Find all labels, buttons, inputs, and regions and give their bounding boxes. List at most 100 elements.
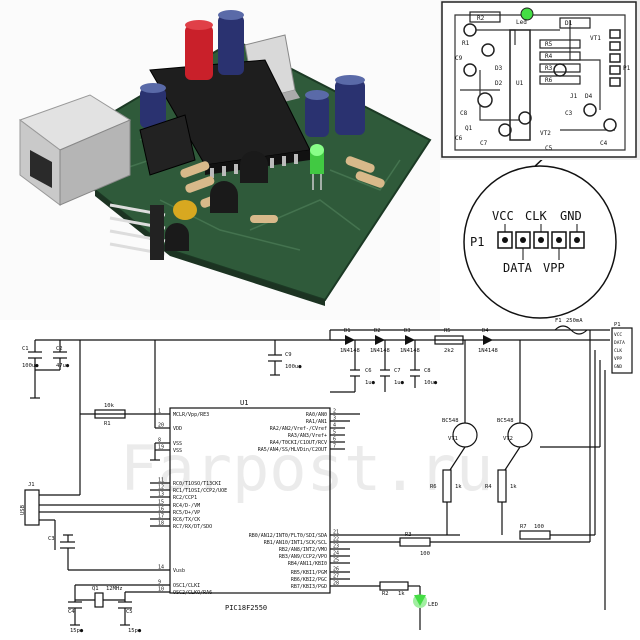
ic-pin-num-left: 18 <box>158 521 164 527</box>
schematic: Farpost.ru <box>20 318 633 634</box>
ic-pin-num-left: 13 <box>158 492 164 498</box>
label-vt1-val: BC548 <box>442 418 459 424</box>
ic-pin-num-right: 23 <box>333 544 339 550</box>
board-photo <box>0 0 440 320</box>
cap-blue-3 <box>305 90 329 137</box>
label-c6-val: 1u● <box>365 380 376 386</box>
pcb-led-mark <box>520 7 534 21</box>
watermark: Farpost.ru <box>120 432 493 505</box>
ic-pin-name-left: RC4/D-/VM <box>173 503 200 509</box>
label-d1: D1 <box>344 328 351 334</box>
ic-pin-name-left: RC7/RX/DT/SDO <box>173 524 212 530</box>
pcb-ref-r2: R2 <box>477 15 485 22</box>
pcb-layout: R2 Led R1 D1 C9 C8 C6 C7 D2 D3 D4 R5 R4 … <box>440 0 640 160</box>
p1-pin-label: GND <box>614 364 622 370</box>
label-q1-val: 12MHz <box>106 586 123 592</box>
label-r5-val: 2k2 <box>444 348 454 354</box>
ic-pin-num-left: 17 <box>158 514 164 520</box>
ic-pin-name-right: RA1/AN1 <box>306 419 327 425</box>
d3-symbol <box>405 335 415 345</box>
ic-pin-name-right: RB6/KBI2/PGC <box>291 577 327 583</box>
p1-pin-label: CLK <box>614 348 622 354</box>
ic-pin-name-left: OSC2/CLKO/RA6 <box>173 590 212 596</box>
p1-connector <box>611 327 633 374</box>
label-r7: R7 <box>520 524 527 530</box>
ic-pin-num-left: 10 <box>158 587 164 593</box>
p1-pin-label: DATA <box>614 340 625 346</box>
ic-pin-num-right: 26 <box>333 567 339 573</box>
ic-u1-ref: U1 <box>240 399 248 407</box>
label-c2: C2 <box>56 346 63 352</box>
ic-pin-name-left: RC6/TX/CK <box>173 517 200 523</box>
ic-pin-name-right: RB3/AN9/CCP2/VPO <box>279 554 327 560</box>
led-symbol <box>413 594 427 608</box>
pcb-ref-vt1: VT1 <box>590 35 601 42</box>
usb-connector <box>18 94 132 206</box>
ic-pin-name-left: Vusb <box>173 568 185 574</box>
pcb-ref-q1: Q1 <box>465 125 473 132</box>
ic-pin-num-left: 11 <box>158 478 164 484</box>
pcb-ref-c3: C3 <box>565 110 573 117</box>
label-d4: D4 <box>482 328 489 334</box>
ic-pin-name-left: RC1/T1OSI/CCP2/UOE <box>173 488 227 494</box>
pcb-p1-pads <box>609 29 621 87</box>
ic-pin-num-left: 8 <box>158 438 161 444</box>
label-r2-val: 1k <box>398 591 405 597</box>
pcb-ref-d2: D2 <box>495 80 503 87</box>
transistors <box>165 151 268 251</box>
ic-pin-num-right: 2 <box>333 409 336 415</box>
fuse-f1-symbol <box>554 325 588 335</box>
callout-label-clk: CLK <box>525 209 547 223</box>
label-c5-val: 15p● <box>128 628 142 634</box>
d2-symbol <box>375 335 385 345</box>
label-r4-val: 1k <box>510 484 517 490</box>
label-c7-val: 1u● <box>394 380 405 386</box>
label-c6: C6 <box>365 368 372 374</box>
pcb-ref-vt2: VT2 <box>540 130 551 137</box>
ic-pin-name-right: RB1/AN10/INT1/SCK/SCL <box>264 540 327 546</box>
ic-pin-num-left: 12 <box>158 485 164 491</box>
ic-pin-num-right: 22 <box>333 537 339 543</box>
ic-u1-part: PIC18F2550 <box>225 604 267 612</box>
ic-u1-body <box>169 407 331 594</box>
pcb-ref-c6: C6 <box>455 135 463 142</box>
cap-blue-2 <box>140 83 166 128</box>
ic-pin-name-right: RA0/AN0 <box>306 412 327 418</box>
label-vt2-val: BC548 <box>497 418 514 424</box>
ic-pin-name-left: RC5/D+/VP <box>173 510 200 516</box>
label-c1: C1 <box>22 346 29 352</box>
pcb-ref-c8: C8 <box>460 110 468 117</box>
ic-pin-num-right: 27 <box>333 574 339 580</box>
label-c1-val: 100u● <box>22 363 39 369</box>
label-c4-val: 15p● <box>70 628 84 634</box>
label-r7-val: 100 <box>534 524 544 530</box>
label-d2-val: 1N4148 <box>370 348 390 354</box>
ic-pin-name-right: RA2/AN2/Vref-/CVref <box>270 426 327 432</box>
pcb-ref-p1: P1 <box>623 65 631 72</box>
r4-symbol <box>497 469 507 503</box>
callout-label-gnd: GND <box>560 209 582 223</box>
r7-symbol <box>519 530 551 540</box>
pcb-ref-r6: R6 <box>545 77 553 84</box>
ic-pin-num-right: 4 <box>333 423 336 429</box>
pcb-ref-c9: C9 <box>455 55 463 62</box>
ic-pin-name-right: RB4/AN11/KBI0 <box>288 561 327 567</box>
ic-pin-name-right: RB5/KBI1/PGM <box>291 570 327 576</box>
callout-label-p1: P1 <box>470 235 484 249</box>
label-d3: D3 <box>404 328 411 334</box>
label-d1-val: 1N4148 <box>340 348 360 354</box>
r2-symbol <box>379 581 409 591</box>
label-r6-val: 1k <box>455 484 462 490</box>
pcb-ref-d1: D1 <box>565 20 573 27</box>
crystal-symbol <box>94 592 104 608</box>
ic-pin-num-right: 3 <box>333 416 336 422</box>
ic-pin-num-left: 9 <box>158 580 161 586</box>
label-c9: C9 <box>285 352 292 358</box>
label-r3-val: 100 <box>420 551 430 557</box>
p1-pin-label: VPP <box>614 356 622 362</box>
ic-pin-name-left: VSS <box>173 441 182 447</box>
label-c3: C3 <box>48 536 55 542</box>
label-vt2: VT2 <box>503 436 513 442</box>
ic-pin-num-right: 7 <box>333 444 336 450</box>
label-f1-val: 250mA <box>566 318 583 324</box>
